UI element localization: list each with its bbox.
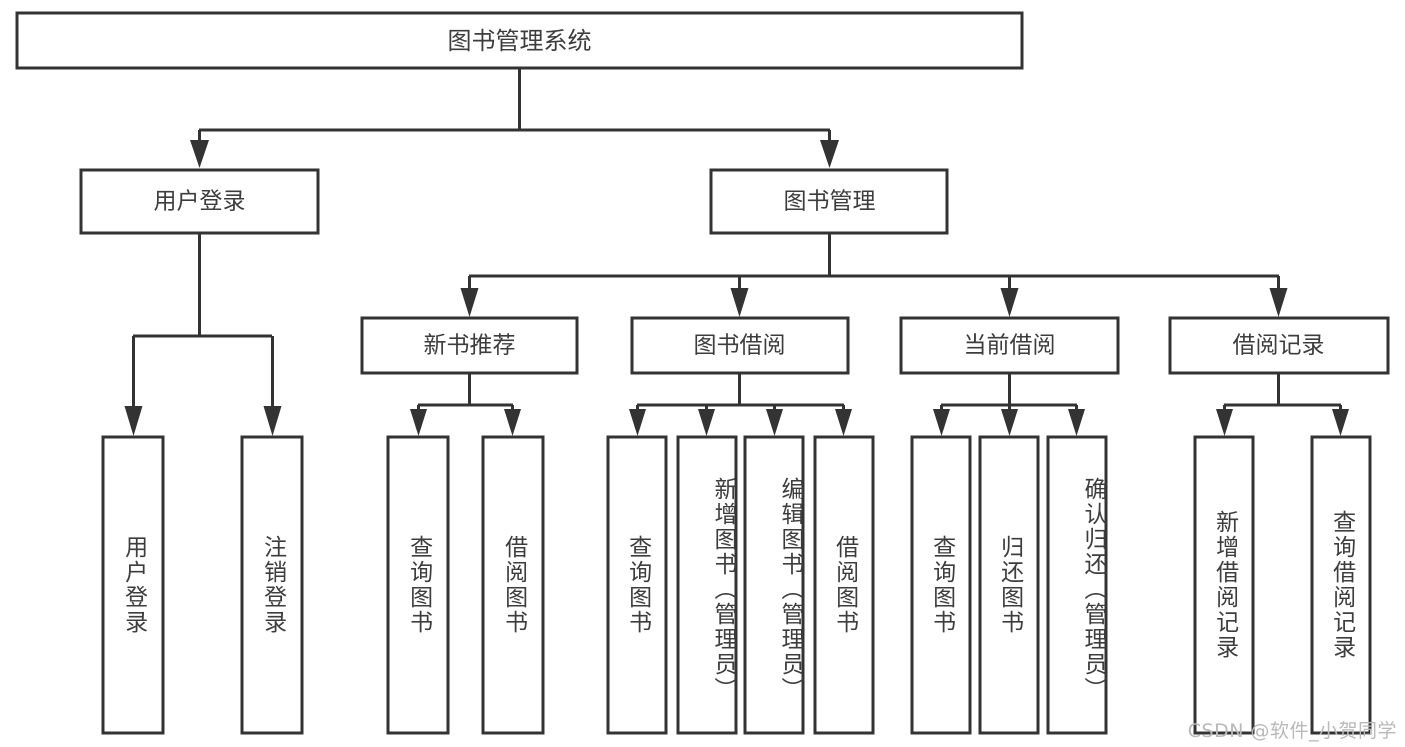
arrowhead-leaf-query-record [1332,409,1349,436]
node-box-leaf-return-book[interactable] [978,435,1040,735]
csdn-watermark: CSDN @软件_小贺同学 [1187,720,1397,742]
arrowhead-root-to-user-login [190,140,209,168]
arrowhead-leaf-query-book-3 [933,409,950,436]
node-label-current-borrow: 当前借阅 [964,333,1056,359]
arrowhead-leaf-user-logout [263,406,282,436]
node-label-book-borrow: 图书借阅 [694,333,786,359]
node-label-new-book-recommend: 新书推荐 [424,333,516,359]
node-new-book-recommend[interactable]: 新书推荐 [360,316,579,375]
connector-group-new-book-recommend [410,373,521,436]
node-box-new-book-recommend[interactable] [360,316,579,375]
node-box-leaf-add-record[interactable] [1193,435,1255,735]
connector-group-borrow-record [1216,373,1349,436]
node-box-leaf-user-logout[interactable] [240,435,304,735]
arrowhead-leaf-borrow-book-1 [504,409,521,436]
node-box-book-manage[interactable] [709,168,949,235]
connector-group-current-borrow [933,373,1085,436]
node-box-current-borrow[interactable] [899,316,1120,375]
arrowhead-current-borrow [1000,288,1019,317]
connector-group-root [190,68,839,168]
node-label-borrow-record: 借阅记录 [1233,333,1325,359]
node-root[interactable]: 图书管理系统 [15,11,1024,70]
node-box-leaf-query-book-3[interactable] [910,435,972,735]
node-book-borrow[interactable]: 图书借阅 [630,316,850,375]
arrowhead-new-book-recommend [460,288,479,317]
arrowhead-borrow-record [1269,288,1288,317]
node-box-book-borrow[interactable] [630,316,850,375]
arrowhead-root-to-book-manage [820,140,839,168]
node-box-leaf-borrow-book-1[interactable] [481,435,545,735]
connector-group-user-login [124,233,282,436]
arrowhead-leaf-query-book-2 [629,409,646,436]
node-current-borrow[interactable]: 当前借阅 [899,316,1120,375]
arrowhead-leaf-user-login [124,406,143,436]
node-box-user-login[interactable] [79,168,320,235]
arrowhead-book-borrow [730,288,749,317]
node-box-root[interactable] [15,11,1024,70]
node-box-leaf-query-book-1[interactable] [386,435,450,735]
node-box-leaf-confirm-return[interactable] [1046,435,1108,735]
node-box-leaf-query-record[interactable] [1310,435,1372,735]
node-box-leaf-borrow-book-2[interactable] [813,435,875,735]
arrowhead-leaf-borrow-book-2 [835,409,852,436]
node-box-leaf-add-book[interactable] [676,435,738,735]
node-label-user-login: 用户登录 [154,189,246,215]
node-label-book-manage: 图书管理 [784,189,876,215]
node-book-manage[interactable]: 图书管理 [709,168,949,235]
arrowhead-leaf-return-book [1001,409,1018,436]
node-box-leaf-user-login[interactable] [101,435,165,735]
arrowhead-leaf-query-book-1 [410,409,427,436]
arrowhead-leaf-confirm-return [1068,409,1085,436]
node-borrow-record[interactable]: 借阅记录 [1168,316,1390,375]
node-box-borrow-record[interactable] [1168,316,1390,375]
arrowhead-leaf-edit-book [766,409,783,436]
arrowhead-leaf-add-book [698,409,715,436]
arrowhead-leaf-add-record [1216,409,1233,436]
node-user-login[interactable]: 用户登录 [79,168,320,235]
node-box-leaf-query-book-2[interactable] [606,435,668,735]
node-label-root: 图书管理系统 [448,27,592,55]
node-box-leaf-edit-book[interactable] [743,435,805,735]
connector-group-book-borrow [629,373,852,436]
connector-group-book-manage [460,233,1288,317]
